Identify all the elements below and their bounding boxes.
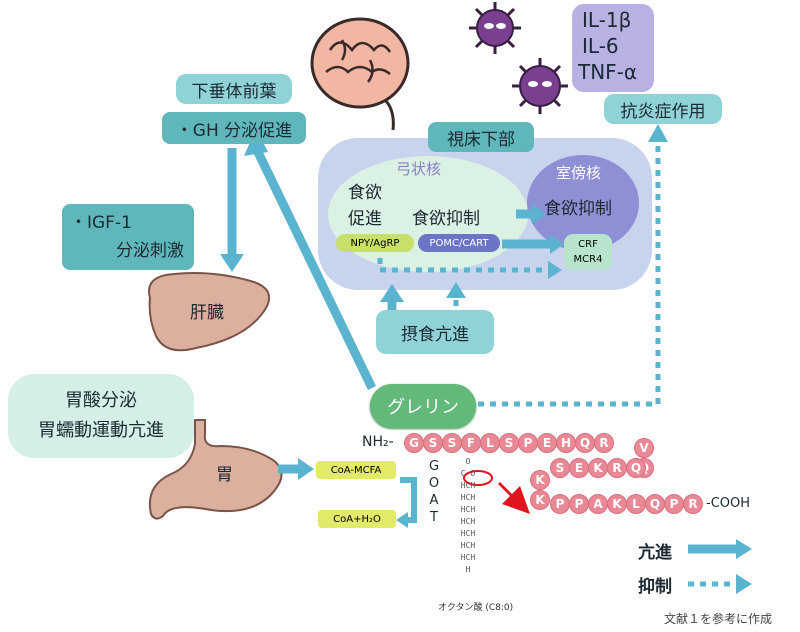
legend-suppress-label: 抑制 <box>638 577 672 597</box>
cytokine-il1b: IL-1β <box>582 8 632 32</box>
nh2-label: NH₂- <box>362 434 394 450</box>
pomc-pill: POMC/CART <box>418 234 500 252</box>
arrow-goat <box>400 477 417 523</box>
virus-icon <box>469 2 568 114</box>
amino-acid-residue: K <box>588 458 608 478</box>
igf-line1: ・IGF-1 <box>70 213 132 233</box>
octanoyl-chain-line: HCH <box>460 541 476 550</box>
amino-acid-residue: E <box>569 458 589 478</box>
source-note: 文献１を参考に作成 <box>664 612 773 626</box>
red-arrow-icon <box>498 482 530 514</box>
appetite-promote-2: 促進 <box>348 209 382 229</box>
octanoyl-chain-line: O <box>465 457 471 466</box>
gastric-box: 胃酸分泌 胃蠕動運動亢進 <box>8 374 194 458</box>
amino-acid-residue: A <box>588 494 608 514</box>
amino-acid-residue: S <box>442 433 462 453</box>
legend-promote-label: 亢進 <box>638 543 672 563</box>
amino-acid-residue: K <box>607 494 627 514</box>
pituitary-gh: ・GH 分泌促進 <box>162 112 306 144</box>
octanoyl-chain-line: H <box>465 565 471 574</box>
coa-mcfa-pill: CoA-MCFA <box>316 461 396 479</box>
liver-icon <box>148 272 270 352</box>
liver-label: 肝臓 <box>190 303 224 323</box>
crf-label: CRF <box>578 239 598 250</box>
goat-label: G O A T <box>428 458 440 526</box>
amino-acid-residue: R <box>594 433 614 453</box>
gastric-line1: 胃酸分泌 <box>65 390 137 411</box>
amino-acid-residue: L <box>480 433 500 453</box>
amino-acid-residue: P <box>550 494 570 514</box>
igf-box: ・IGF-1 分泌刺激 <box>62 204 194 270</box>
stomach-label: 胃 <box>216 465 233 485</box>
octanoyl-chain-line: HCH <box>460 493 476 502</box>
hypothalamus-title: 視床下部 <box>428 122 534 152</box>
goat-o: O <box>428 476 440 491</box>
amino-acid-residue: S <box>499 433 519 453</box>
amino-acid-residue: Q <box>575 433 595 453</box>
feeding-box: 摂食亢進 <box>376 310 494 354</box>
cytokine-il6: IL-6 <box>582 34 619 58</box>
octanoic-acid-label: オクタン酸 (C8:0) <box>438 603 514 613</box>
anti-inflammatory-box: 抗炎症作用 <box>604 94 722 124</box>
mcr4-label: MCR4 <box>573 254 603 265</box>
goat-t: T <box>430 510 438 525</box>
octanoyl-chain-line: C-O <box>460 469 476 478</box>
amino-acid-residue: P <box>569 494 589 514</box>
amino-acid-residue: E <box>537 433 557 453</box>
amino-acid-residue: G <box>404 433 424 453</box>
coa-h2o-pill: CoA+H₂O <box>318 510 396 528</box>
amino-acid-residue: V <box>634 438 654 458</box>
amino-acid-residue: S <box>423 433 443 453</box>
octanoyl-chain-line: HCH <box>460 553 476 562</box>
ghrelin-box: グレリン <box>370 384 476 428</box>
amino-acid-residue: S <box>550 458 570 478</box>
goat-g: G <box>428 459 440 474</box>
appetite-promote-1: 食欲 <box>348 183 382 203</box>
amino-acid-residue: F <box>461 433 481 453</box>
octanoyl-chain-line: HCH <box>460 481 476 490</box>
amino-acid-residue: K <box>530 470 550 490</box>
appetite-suppress: 食欲抑制 <box>412 209 480 229</box>
arcuate-label: 弓状核 <box>396 160 442 178</box>
crf-mcr4-pill: CRF MCR4 <box>564 234 612 270</box>
arrow-ghrelin-pituitary <box>251 146 377 390</box>
octanoyl-chain-line: HCH <box>460 505 476 514</box>
amino-acid-residue: P <box>518 433 538 453</box>
amino-acid-residue: R <box>607 458 627 478</box>
amino-acid-residue: P <box>664 494 684 514</box>
brain-icon <box>310 17 410 131</box>
amino-acid-residue: L <box>626 494 646 514</box>
amino-acid-residue: K <box>530 490 550 510</box>
octanoyl-chain-line: HCH <box>460 517 476 526</box>
pituitary-title: 下垂体前葉 <box>176 74 292 104</box>
octanoyl-highlight <box>463 470 493 486</box>
gastric-line2: 胃蠕動運動亢進 <box>38 420 164 441</box>
goat-a: A <box>429 493 439 508</box>
cytokine-box <box>572 4 654 92</box>
cooh-label: -COOH <box>706 496 751 511</box>
igf-line2: 分泌刺激 <box>116 241 184 261</box>
paraventricular-label: 室傍核 <box>556 164 602 182</box>
stomach-icon <box>149 419 283 520</box>
amino-acid-residue: Q <box>645 494 665 514</box>
amino-acid-residue: Q <box>626 458 646 478</box>
amino-acid-residue: H <box>556 433 576 453</box>
cytokine-tnfa: TNF-α <box>578 60 638 84</box>
octanoyl-chain: O C-O HCH HCH HCH HCH HCH HCH HCH H <box>456 456 480 576</box>
amino-acid-residue: R <box>683 494 703 514</box>
npy-pill: NPY/AgRP <box>336 234 414 252</box>
octanoyl-chain-line: HCH <box>460 529 476 538</box>
paraventricular-region <box>527 155 639 251</box>
pvn-suppress: 食欲抑制 <box>544 199 612 219</box>
